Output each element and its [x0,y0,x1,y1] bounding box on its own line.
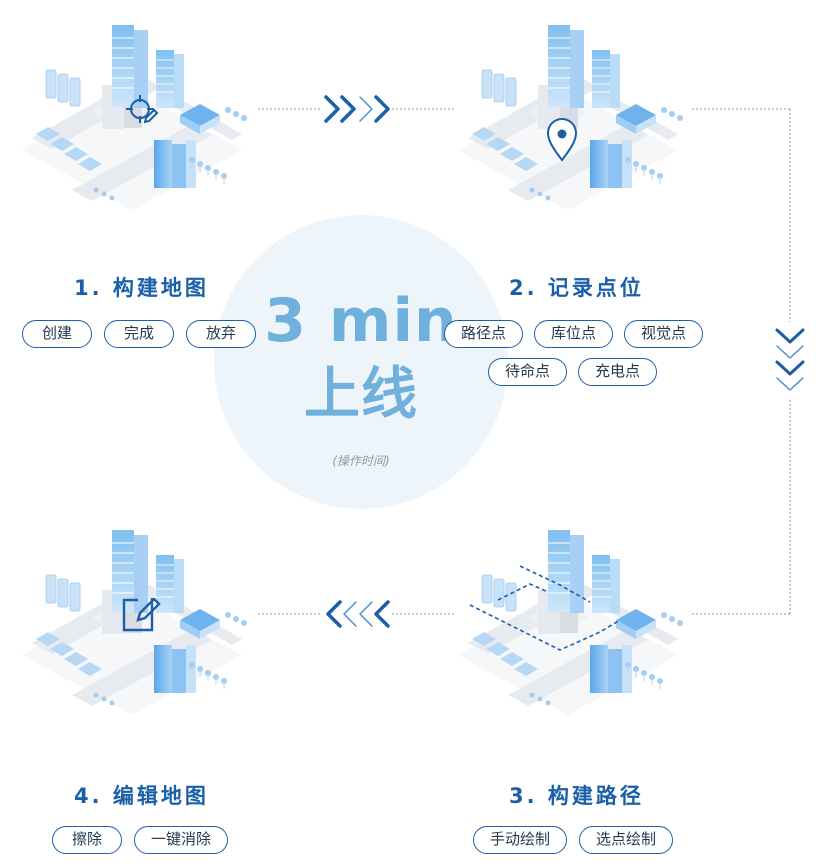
city-illustration-step2 [457,24,684,211]
center-circle [214,215,508,509]
chip-create[interactable]: 创建 [22,320,92,348]
step-2-title: 2. 记录点位 [509,276,644,300]
chip-abandon[interactable]: 放弃 [186,320,256,348]
step-4-title: 4. 编辑地图 [74,784,209,808]
chip-erase[interactable]: 擦除 [52,826,122,854]
chip-select-point-draw[interactable]: 选点绘制 [579,826,673,854]
chip-vision-point[interactable]: 视觉点 [624,320,703,348]
chevrons-right-top [324,95,390,123]
chip-path-point[interactable]: 路径点 [444,320,523,348]
location-pin-icon [546,118,578,162]
center-subtitle: (操作时间) [332,454,390,468]
chip-storage-point[interactable]: 库位点 [534,320,613,348]
chip-finish[interactable]: 完成 [104,320,174,348]
edit-square-icon [122,597,161,632]
dashed-route [469,565,621,651]
chip-manual-draw[interactable]: 手动绘制 [473,826,567,854]
chevrons-down-right [775,328,805,391]
center-time-value: 3 min [264,286,458,356]
chip-one-click-clear[interactable]: 一键消除 [134,826,228,854]
city-illustration-step3 [457,529,684,716]
city-illustration-step4 [21,529,248,716]
crosshair-pencil-icon [126,95,159,124]
city-illustration-step1 [21,24,248,211]
step-1-title: 1. 构建地图 [74,276,209,300]
chip-standby-point[interactable]: 待命点 [488,358,567,386]
chevrons-left-bottom [326,600,390,628]
step-3-title: 3. 构建路径 [509,784,644,808]
center-launch-label: 上线 [304,362,418,427]
chip-charging-point[interactable]: 充电点 [578,358,657,386]
